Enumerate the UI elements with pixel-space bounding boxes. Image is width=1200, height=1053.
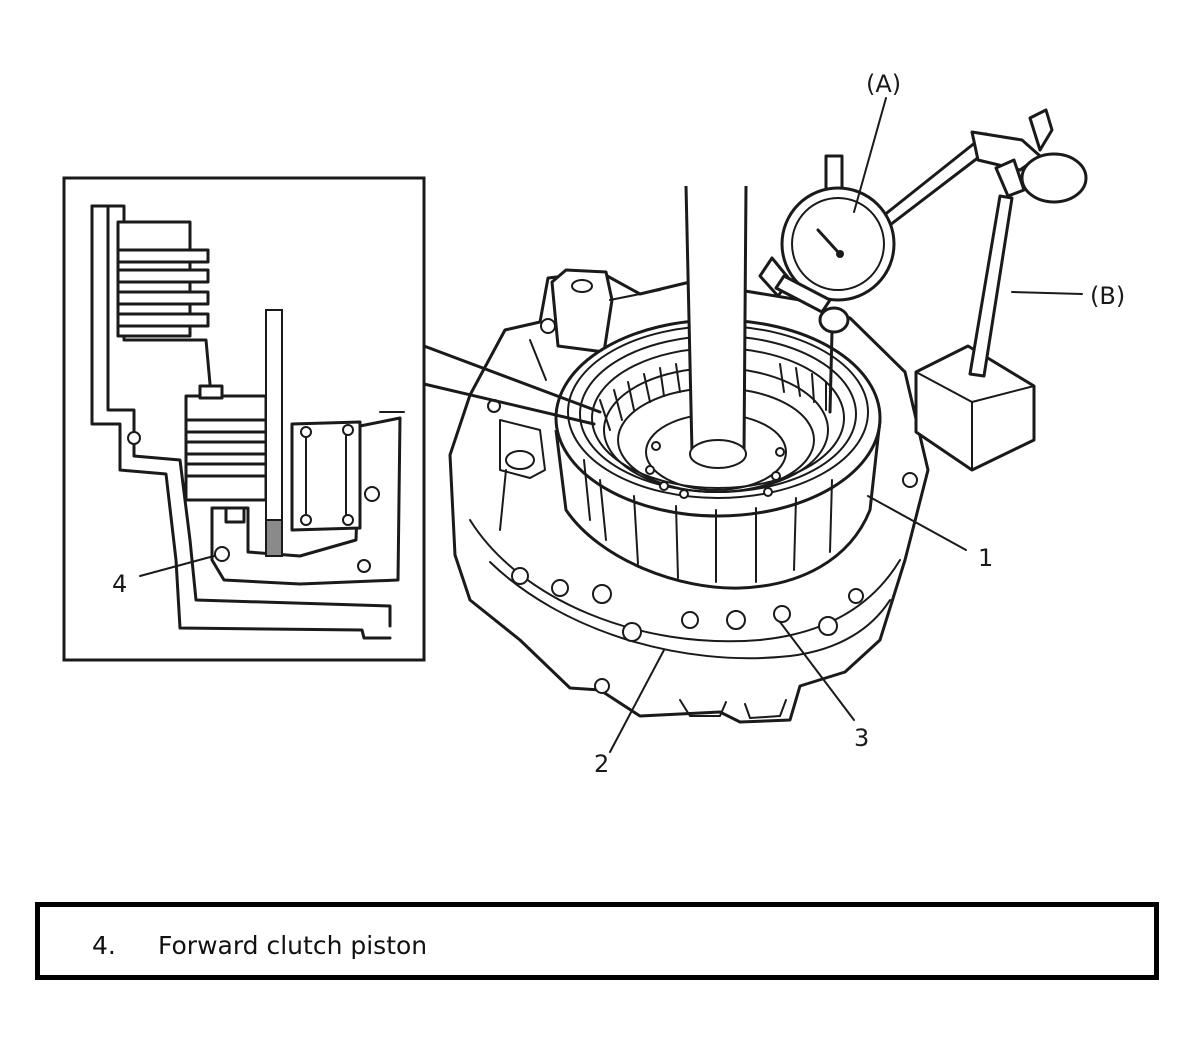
- caption-number: 4.: [92, 931, 116, 960]
- callout-4-label: 4: [112, 570, 127, 598]
- magnetic-base-stand: [876, 108, 1088, 472]
- detail-inset: [62, 176, 602, 662]
- bolt-holes: [511, 567, 838, 694]
- callout-B-label: (B): [1090, 282, 1125, 310]
- callout-A-label: (A): [866, 70, 901, 98]
- callout-2-label: 2: [594, 750, 609, 778]
- dial-gauge: [758, 154, 896, 414]
- callout-3-label: 3: [854, 724, 869, 752]
- leader-lines: [139, 97, 1083, 753]
- shaft: [684, 185, 748, 469]
- caption-box: 4. Forward clutch piston: [35, 902, 1159, 980]
- caption-text: Forward clutch piston: [158, 931, 428, 960]
- callout-1-label: 1: [978, 544, 993, 572]
